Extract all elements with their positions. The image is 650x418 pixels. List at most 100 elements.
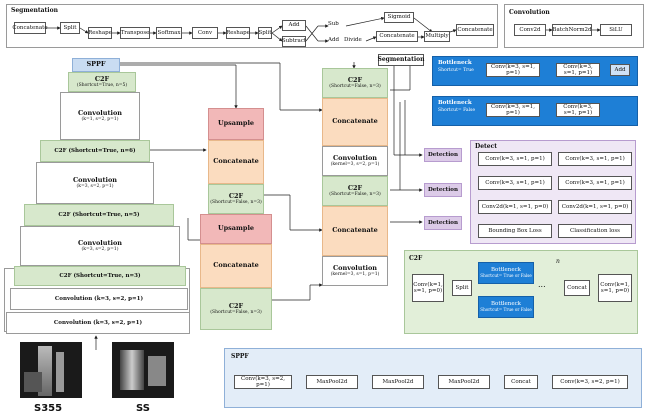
detect-left-conv2d: Conv2d(k=1, s=1, p=0) — [478, 200, 552, 214]
seg-split-2: Split — [258, 27, 272, 39]
input-image-ss — [112, 342, 174, 398]
conv-panel-conv2d: Conv2d — [514, 24, 546, 36]
bottleneck-false-title: Bottleneck — [438, 100, 472, 106]
c2f-1-params: (Shortcut=False, n=3) — [210, 200, 262, 206]
c2f-b-params: (Shortcut=False, n=3) — [329, 192, 381, 198]
c2f-bottleneck-2-title: Bottleneck — [491, 301, 521, 308]
c2f-n-label: n — [556, 258, 560, 265]
detect-left-conv-1: Conv(k=3, s=1, p=1) — [478, 152, 552, 166]
c2f-4-label: C2F (Shortcut=True, n=3) — [59, 272, 141, 279]
input-image-s355 — [20, 342, 82, 398]
conv-panel-silu: SiLU — [600, 24, 632, 36]
neck-c2f-2: C2F (Shortcut=False, n=3) — [200, 288, 272, 330]
c2f-bottleneck-1: Bottleneck Shortcut= True or False — [478, 262, 534, 284]
c2f-conv-out: Conv(k=1, s=1, p=0) — [598, 274, 632, 302]
conv-a-params: (kernel=3, s=2, p=1) — [330, 162, 380, 168]
bottleneck-true-conv-2: Conv(k=3, s=1, p=1) — [556, 63, 600, 77]
sppf-conv-1: Conv(k=3, s=2, p=1) — [234, 375, 292, 389]
seg-concatenate-2: Concatenate — [376, 31, 418, 42]
caption-s355: S355 — [34, 403, 63, 414]
neck-conv-b: Convolution (kernel=3, s=1, p=1) — [322, 256, 388, 286]
detect-right-conv2d: Conv2d(k=1, s=1, p=0) — [558, 200, 632, 214]
c2f-top-label: C2F — [94, 74, 110, 83]
segmentation-panel: Segmentation — [6, 4, 498, 48]
backbone-conv4: Convolution (k=3, s=2, p=1) — [10, 288, 188, 310]
segmentation-panel-title: Segmentation — [11, 7, 58, 14]
conv1-label: Convolution — [77, 108, 123, 117]
backbone-conv1: Convolution (k=1, s=2, p=1) — [60, 92, 140, 140]
caption-ss: SS — [136, 403, 150, 414]
neck-c2f-1: C2F (Shortcut=False, n=3) — [208, 184, 264, 214]
sppf-maxpool-3: MaxPool2d — [438, 375, 490, 389]
backbone-conv3: Convolution (k=3, s=2, p=1) — [20, 226, 180, 266]
detect-panel-title: Detect — [475, 143, 498, 150]
sppf-conv-2: Conv(k=3, s=2, p=1) — [552, 375, 628, 389]
convolution-panel-title: Convolution — [509, 9, 550, 16]
backbone-conv2: Convolution (k=3, s=2, p=1) — [36, 162, 154, 204]
seg-split: Split — [60, 22, 80, 34]
conv-b-label: Convolution — [332, 263, 378, 272]
conv1-params: (k=1, s=2, p=1) — [81, 117, 119, 123]
conv4-label: Convolution (k=3, s=2, p=1) — [54, 295, 144, 302]
c2f-bottleneck-1-title: Bottleneck — [491, 267, 521, 274]
conv-b-params: (kernel=3, s=1, p=1) — [330, 272, 380, 278]
conv2-label: Convolution — [72, 175, 118, 184]
convolution-panel: Convolution — [504, 4, 644, 48]
conv2-params: (k=3, s=2, p=1) — [76, 184, 114, 190]
c2f-a-label: C2F — [347, 75, 363, 84]
sppf-label: SPPF — [86, 60, 106, 69]
neck-c2f-a: C2F (Shortcut=False, n=3) — [322, 68, 388, 98]
bounding-box-loss: Bounding Box Loss — [478, 224, 552, 238]
c2f-bottleneck-2-sub: Shortcut= True or False — [480, 306, 532, 312]
upsample-1-label: Upsample — [217, 119, 255, 128]
neck-upsample-1: Upsample — [208, 108, 264, 140]
bottleneck-true-title: Bottleneck — [438, 60, 472, 66]
detection-label-1: Detection — [424, 148, 462, 162]
c2f-b-label: C2F — [347, 183, 363, 192]
c2f-conv-in: Conv(k=1, s=1, p=0) — [412, 274, 444, 302]
c2f-dots: ... — [538, 280, 546, 289]
seg-conv: Conv — [192, 27, 218, 39]
c2f-panel-title: C2F — [409, 255, 423, 262]
sppf-panel-title: SPPF — [231, 353, 249, 360]
backbone-c2f-top: C2F (Shortcut=True, n=5) — [68, 72, 136, 92]
concatenate-2-label: Concatenate — [213, 261, 259, 270]
concatenate-1-label: Concatenate — [213, 157, 259, 166]
neck-concatenate-b: Concatenate — [322, 206, 388, 256]
detection-label-3: Detection — [424, 216, 462, 230]
bottleneck-true-add: Add — [610, 64, 630, 76]
c2f-2-params: (Shortcut=False, n=3) — [210, 310, 262, 316]
bottleneck-false-conv-1: Conv(k=3, s=1, p=1) — [486, 103, 540, 117]
neck-concatenate-a: Concatenate — [322, 98, 388, 146]
conv-a-label: Convolution — [332, 153, 378, 162]
backbone-sppf: SPPF — [72, 58, 120, 72]
detect-left-conv-2: Conv(k=3, s=1, p=1) — [478, 176, 552, 190]
conv5-label: Convolution (k=3, s=2, p=1) — [53, 319, 143, 326]
upsample-2-label: Upsample — [217, 224, 255, 233]
neck-concatenate-2: Concatenate — [200, 244, 272, 288]
neck-upsample-2: Upsample — [200, 214, 272, 244]
sppf-maxpool-2: MaxPool2d — [372, 375, 424, 389]
conv-panel-batchnorm: BatchNorm2d — [552, 24, 592, 36]
conv3-params: (k=3, s=2, p=1) — [81, 247, 119, 253]
seg-softmax: Softmax — [156, 27, 182, 39]
bottleneck-false-conv-2: Conv(k=3, s=1, p=1) — [556, 103, 600, 117]
backbone-c2f-4: C2F (Shortcut=True, n=3) — [14, 266, 186, 286]
seg-multiply: Multiply — [424, 31, 450, 42]
seg-subtract: Subtract — [282, 36, 306, 47]
seg-add-2: Add — [328, 37, 340, 43]
sppf-concat: Concat — [504, 375, 538, 389]
detection-label-2: Detection — [424, 183, 462, 197]
backbone-c2f-3: C2F (Shortcut=True, n=5) — [24, 204, 174, 226]
bottleneck-true-sub: Shortcut= True — [438, 68, 474, 73]
detect-right-conv-1: Conv(k=3, s=1, p=1) — [558, 152, 632, 166]
c2f-a-params: (Shortcut=False, n=3) — [329, 84, 381, 90]
bottleneck-true-conv-1: Conv(k=3, s=1, p=1) — [486, 63, 540, 77]
segmentation-head: Segmentation — [378, 54, 424, 66]
seg-sigmoid: Sigmoid — [384, 12, 414, 23]
seg-reshape: Reshape — [88, 27, 112, 39]
c2f-2-label: C2F — [228, 301, 244, 310]
neck-concatenate-1: Concatenate — [208, 140, 264, 184]
backbone-conv5: Convolution (k=3, s=2, p=1) — [6, 312, 190, 334]
seg-concatenate: Concatenate — [12, 22, 48, 34]
